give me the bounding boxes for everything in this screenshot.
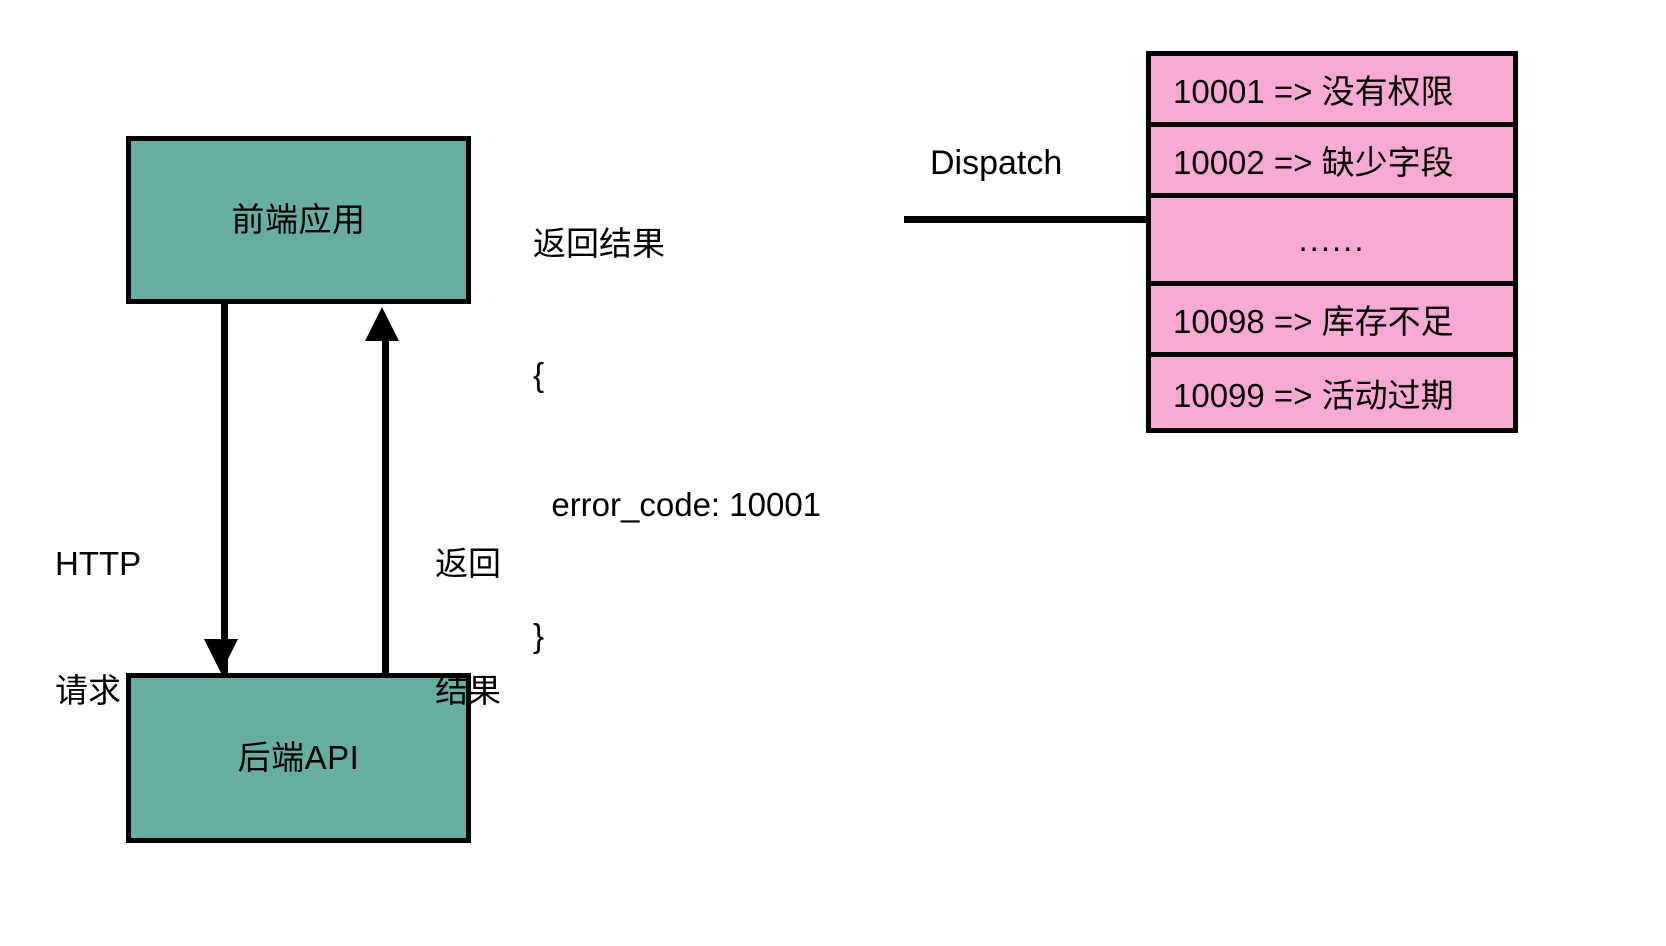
- node-backend-api: 后端API: [126, 673, 471, 843]
- response-payload-annotation: 返回结果 { error_code: 10001 }: [533, 135, 821, 745]
- node-frontend-application-label: 前端应用: [231, 201, 366, 239]
- http-request-label-line2: 请求: [55, 672, 121, 710]
- table-row-text: 10098 => 库存不足: [1173, 303, 1454, 340]
- http-request-label-line1: HTTP: [55, 545, 142, 583]
- http-request-label: HTTP 请求: [55, 459, 141, 797]
- table-row: 10098 => 库存不足: [1151, 286, 1513, 357]
- response-arrow-head-icon: [365, 307, 399, 341]
- http-request-arrow-head-icon: [204, 639, 238, 673]
- response-label-line1: 返回: [435, 545, 501, 583]
- table-row: 10002 => 缺少字段: [1151, 127, 1513, 198]
- table-row: 10001 => 没有权限: [1151, 56, 1513, 127]
- table-row-ellipsis: ......: [1151, 198, 1513, 286]
- response-arrow-line: [382, 340, 389, 675]
- table-row: 10099 => 活动过期: [1151, 357, 1513, 428]
- dispatch-arrow-line: [904, 216, 1184, 223]
- dispatch-label: Dispatch: [930, 144, 1063, 182]
- node-frontend-application: 前端应用: [126, 136, 471, 304]
- response-payload-title: 返回结果: [533, 225, 665, 263]
- table-row-text: 10099 => 活动过期: [1173, 376, 1454, 414]
- table-row-text: 10002 => 缺少字段: [1173, 144, 1454, 181]
- response-payload-field: error_code: 10001: [533, 486, 822, 524]
- table-row-text: 10001 => 没有权限: [1173, 73, 1454, 110]
- response-payload-open-brace: {: [533, 355, 545, 393]
- error-code-table: 10001 => 没有权限 10002 => 缺少字段 ...... 10098…: [1146, 51, 1518, 433]
- response-label-line2: 结果: [435, 672, 501, 710]
- http-request-arrow-line: [221, 303, 228, 673]
- node-backend-api-label: 后端API: [237, 739, 360, 777]
- response-payload-close-brace: }: [533, 617, 545, 655]
- table-row-text: ......: [1298, 220, 1366, 258]
- response-label: 返回 结果: [435, 459, 501, 797]
